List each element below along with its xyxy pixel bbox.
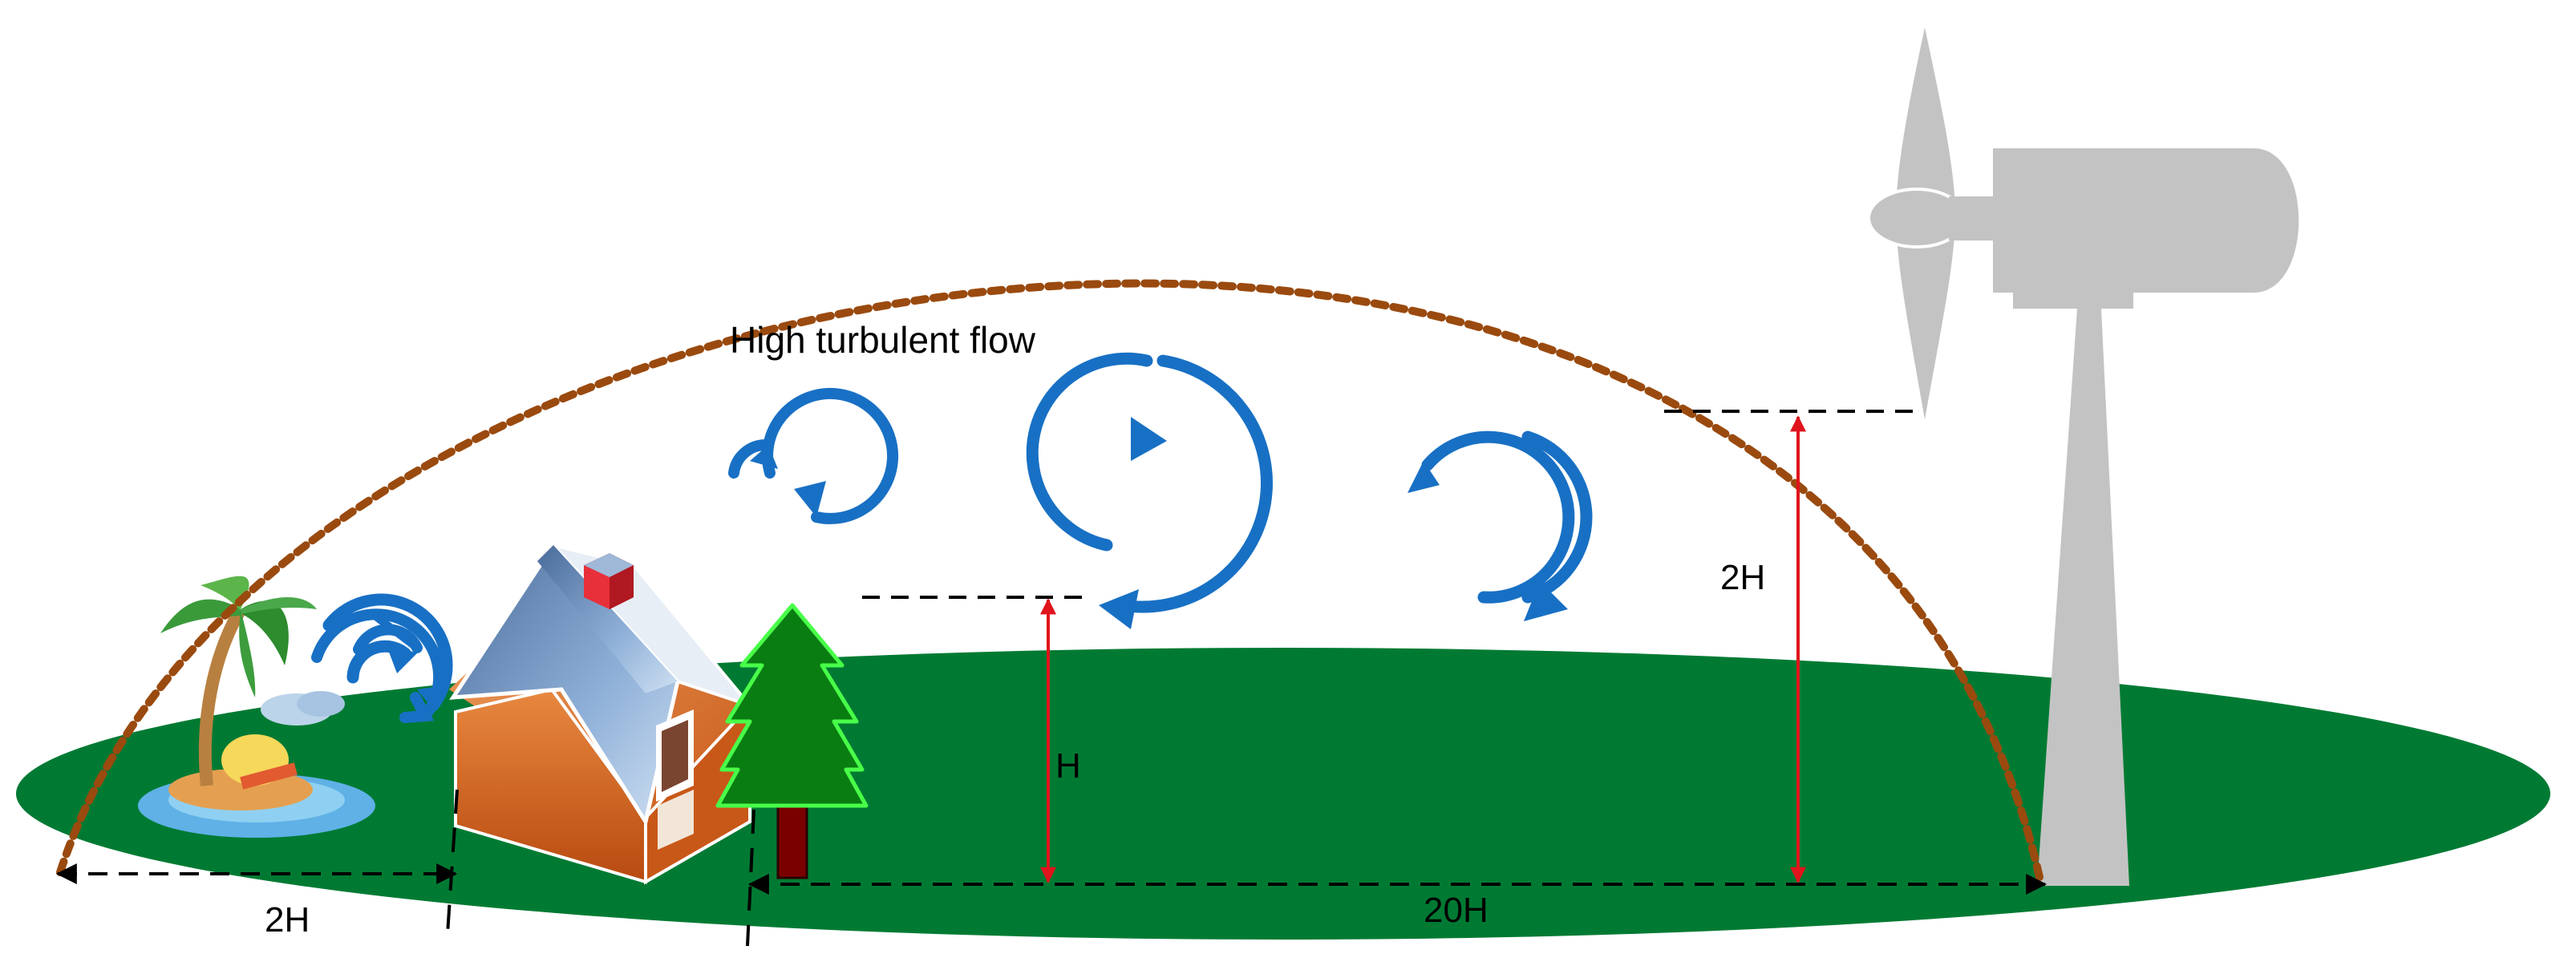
- h-label: H: [1055, 746, 1081, 786]
- ground-ellipse: [16, 648, 2550, 940]
- flow-label: High turbulent flow: [730, 319, 1036, 361]
- house-icon: [449, 541, 755, 885]
- house-marker-line: [446, 789, 459, 935]
- downwind-distance-label: 20H: [1424, 891, 1488, 930]
- eddy-icon: [728, 387, 899, 524]
- wind-turbine-icon: [1867, 19, 2299, 886]
- tree-marker-line: [746, 809, 755, 947]
- upwind-distance-label: 2H: [265, 900, 310, 940]
- palm-island-icon: [138, 576, 375, 838]
- eddy-icon: [1407, 430, 1593, 621]
- flow-boundary-arc: [56, 279, 2045, 888]
- eddy-icon: [1026, 352, 1274, 629]
- 2h-height-label: 2H: [1720, 558, 1765, 597]
- eddy-icon: [322, 593, 453, 712]
